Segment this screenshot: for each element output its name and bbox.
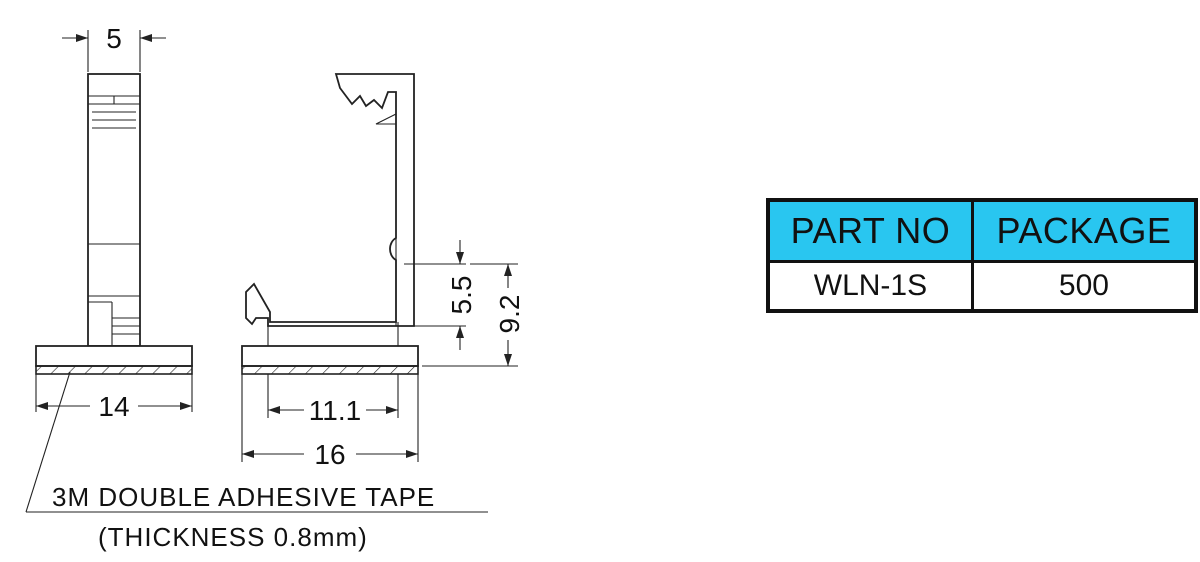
- front-view: [241, 73, 419, 375]
- dimension-base-width: 14: [35, 374, 193, 422]
- part-table: PART NO PACKAGE WLN-1S 500: [766, 198, 1198, 313]
- side-view-body: [87, 73, 141, 347]
- dimension-label-14: 14: [98, 391, 129, 422]
- dimension-overall-height: 9.2: [422, 263, 525, 367]
- dimension-label-16: 16: [314, 439, 345, 470]
- dimension-overall-width: 16: [241, 374, 419, 470]
- dimension-side-width: 5: [62, 23, 166, 72]
- side-view: [35, 73, 193, 375]
- front-view-tape: [241, 365, 419, 375]
- front-view-body: [245, 73, 415, 327]
- note-tape-thickness: (THICKNESS 0.8mm): [98, 522, 368, 552]
- note-tape-type: 3M DOUBLE ADHESIVE TAPE: [52, 482, 435, 512]
- header-part-no: PART NO: [766, 198, 974, 263]
- dimension-label-5-5: 5.5: [446, 276, 477, 315]
- dimension-label-11-1: 11.1: [309, 395, 361, 426]
- front-view-base: [241, 345, 419, 367]
- dimension-label-5: 5: [106, 23, 122, 54]
- cell-package: 500: [970, 260, 1198, 313]
- side-view-base: [35, 345, 193, 367]
- dimension-slot-height: 5.5: [404, 240, 477, 350]
- part-table-header-row: PART NO PACKAGE: [766, 198, 1198, 263]
- dimension-label-9-2: 9.2: [494, 295, 525, 334]
- header-package: PACKAGE: [970, 198, 1198, 263]
- dimension-inner-width: 11.1: [267, 374, 399, 426]
- side-view-tape: [35, 365, 193, 375]
- cell-part-no: WLN-1S: [766, 260, 974, 313]
- tape-callout: 3M DOUBLE ADHESIVE TAPE (THICKNESS 0.8mm…: [25, 371, 488, 552]
- table-row: WLN-1S 500: [766, 260, 1198, 313]
